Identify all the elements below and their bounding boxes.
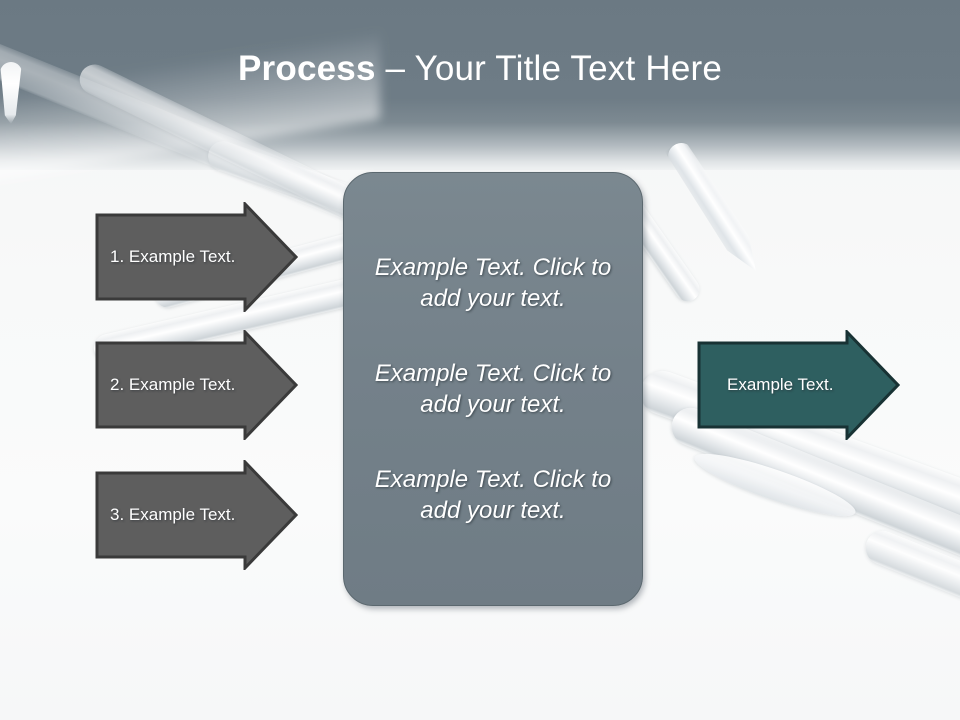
page-title-rest: Your Title Text Here — [414, 49, 722, 88]
output-arrow-label: Example Text. — [727, 375, 834, 394]
background-rope-sliver — [0, 62, 22, 124]
input-arrow-1[interactable]: 1. Example Text. — [95, 202, 298, 312]
page-title-separator: – — [375, 49, 415, 88]
input-arrow-3-label: 3. Example Text. — [110, 505, 236, 524]
arrow-right-icon — [95, 460, 298, 570]
input-arrow-1-label: 1. Example Text. — [110, 247, 236, 266]
arrow-right-icon — [95, 330, 298, 440]
process-paragraph-1: Example Text. Click to add your text. — [374, 254, 612, 312]
process-body-box[interactable]: Example Text. Click to add your text. Ex… — [343, 172, 643, 606]
input-arrow-3[interactable]: 3. Example Text. — [95, 460, 298, 570]
input-arrow-2[interactable]: 2. Example Text. — [95, 330, 298, 440]
page-title: Process – Your Title Text Here — [0, 48, 960, 90]
arrow-right-icon — [697, 330, 900, 440]
input-arrow-2-label: 2. Example Text. — [110, 375, 236, 394]
output-arrow[interactable]: Example Text. — [697, 330, 900, 440]
process-paragraph-3: Example Text. Click to add your text. — [374, 466, 612, 524]
process-paragraph-2: Example Text. Click to add your text. — [374, 360, 612, 418]
arrow-right-icon — [95, 202, 298, 312]
page-title-emphasis: Process — [238, 49, 376, 88]
